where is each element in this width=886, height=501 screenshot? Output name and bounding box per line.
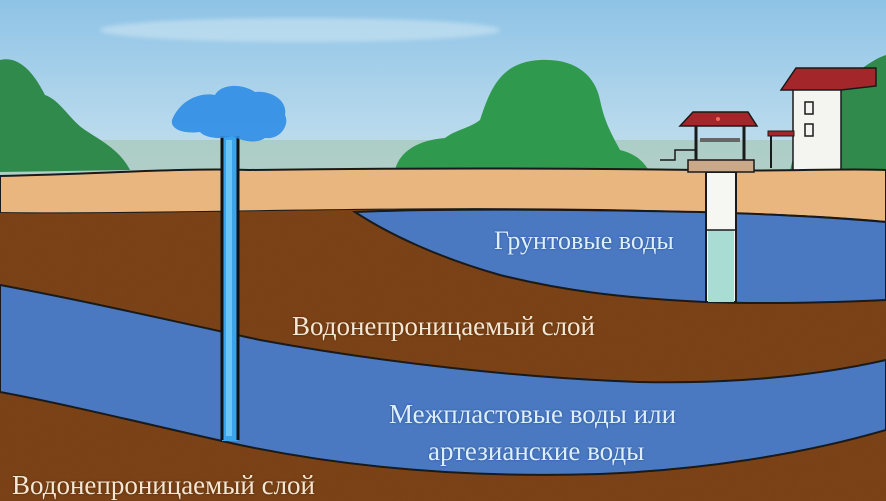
water-fountain — [171, 85, 287, 142]
dug-well — [660, 111, 759, 303]
label-groundwater: Грунтовые воды — [494, 226, 674, 255]
label-impermeable-upper: Водонепроницаемый слой — [292, 311, 595, 341]
groundwater-layer — [351, 208, 886, 305]
label-artesian-line2: артезианские воды — [428, 436, 645, 466]
house — [767, 67, 877, 173]
tree-left — [0, 59, 130, 172]
tree-middle — [395, 59, 650, 172]
label-artesian-line1: Межпластовые воды или — [389, 399, 677, 429]
label-impermeable-lower: Водонепроницаемый слой — [12, 470, 315, 500]
artesian-well — [220, 136, 240, 441]
